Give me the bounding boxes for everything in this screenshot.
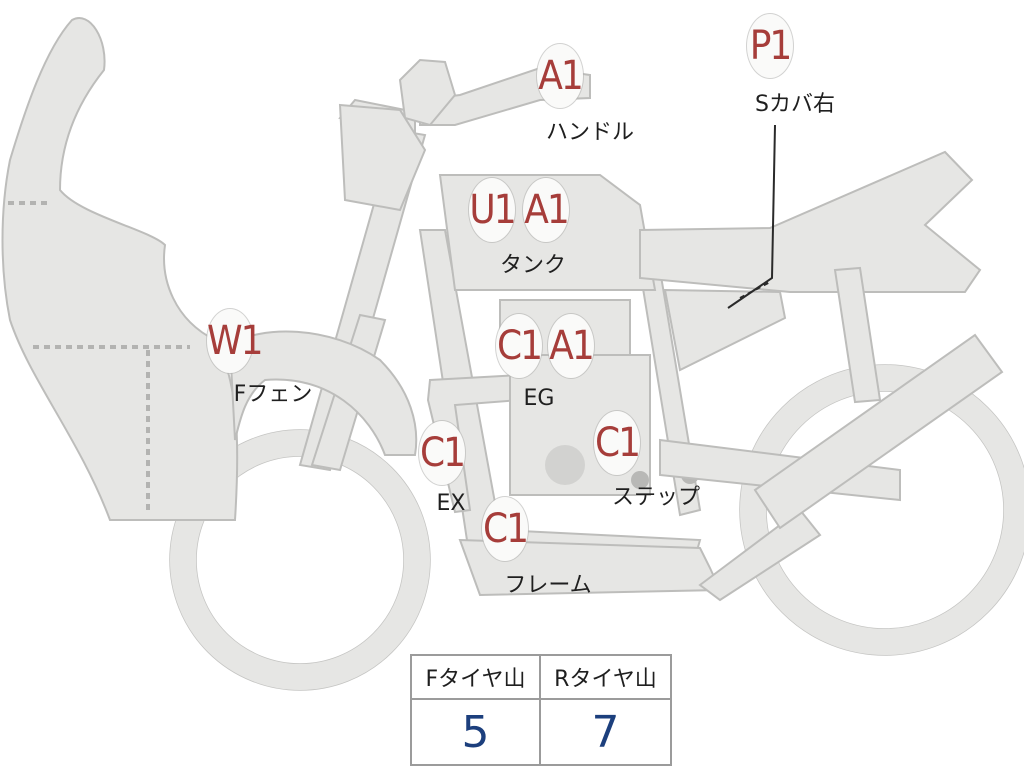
front-tire-header: Fタイヤ山 <box>412 656 541 700</box>
fender-badge: W1 <box>207 309 263 373</box>
tank-a-badge: A1 <box>523 178 570 242</box>
tank-label: タンク <box>499 253 567 278</box>
engine-label: EG <box>523 386 555 411</box>
rear-tire-value: 7 <box>591 706 620 758</box>
engine-a-badge: A1 <box>548 314 595 378</box>
exhaust-label: EX <box>436 491 466 516</box>
frame-label: フレーム <box>504 573 592 598</box>
step-badge: C1 <box>594 411 641 475</box>
step-label: ステップ <box>611 485 701 510</box>
fender-label: Fフェン <box>233 382 313 407</box>
tank-u-badge: U1 <box>469 178 517 242</box>
handle-label: ハンドル <box>545 120 635 145</box>
fairing <box>1 17 418 521</box>
engine-c-badge: C1 <box>496 314 543 378</box>
handle-badge: A1 <box>537 44 584 108</box>
front-wheel <box>169 429 431 691</box>
handlebar <box>338 58 591 212</box>
side-cover-label: Sカバ右 <box>755 92 835 117</box>
rear-wheel <box>739 364 1024 656</box>
side-cover-badge: P1 <box>747 14 793 78</box>
frame-badge: C1 <box>482 497 529 561</box>
front-tire-value: 5 <box>412 700 541 764</box>
side-cover-leader-line <box>727 124 776 309</box>
rear-tire-header: Rタイヤ山 <box>541 656 670 700</box>
seat <box>639 150 982 372</box>
rear-shock <box>753 266 1004 530</box>
tire-tread-table: Fタイヤ山 Rタイヤ山 5 7 <box>410 654 672 766</box>
exhaust-badge: C1 <box>419 421 466 485</box>
